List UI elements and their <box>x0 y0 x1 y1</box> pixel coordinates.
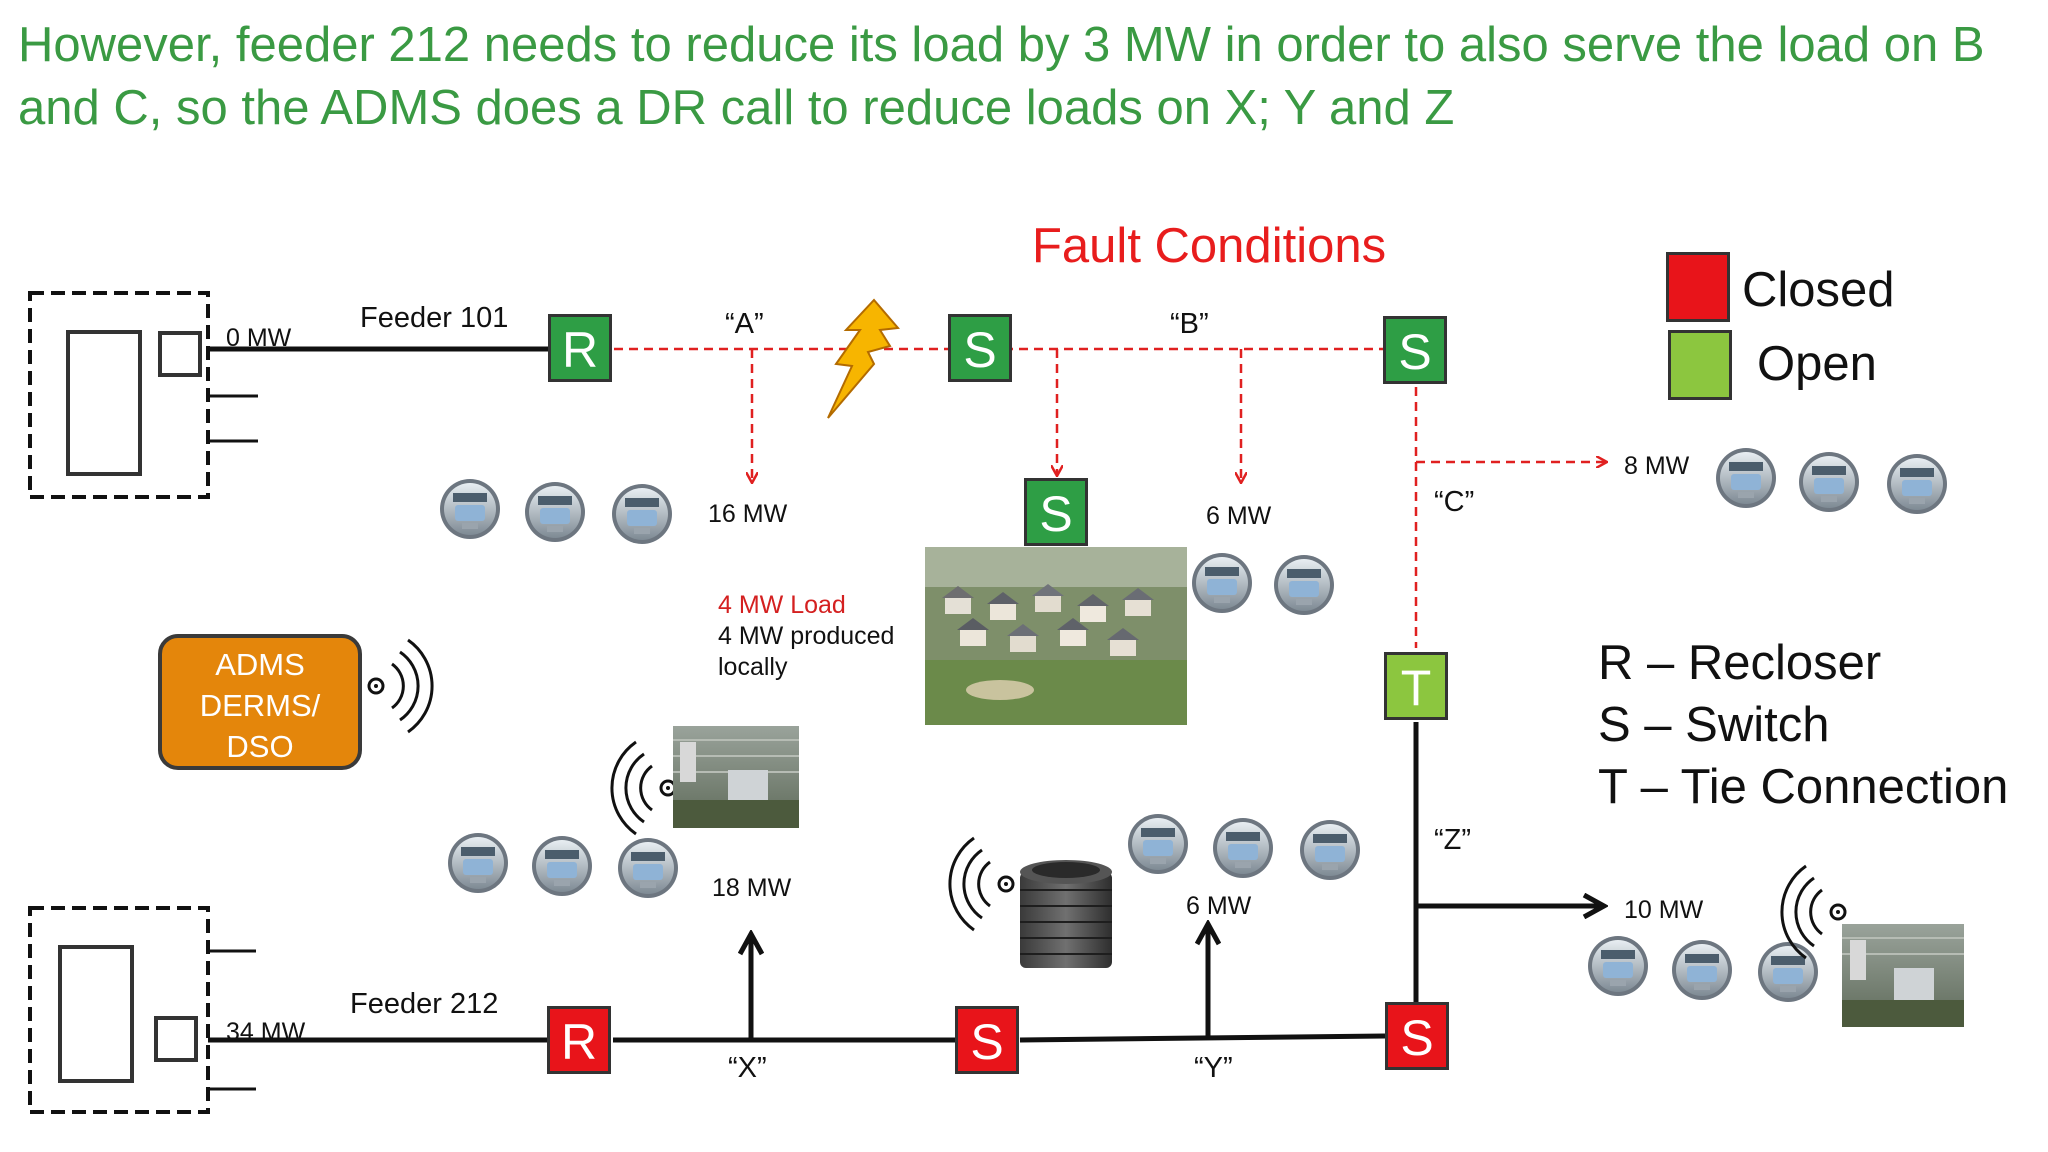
meter-icon <box>448 833 508 893</box>
meter-icon <box>525 482 585 542</box>
load-c-value: 8 MW <box>1624 452 1690 480</box>
feeder-212-load: 34 MW <box>226 1018 306 1046</box>
key-tie: T – Tie Connection <box>1598 760 2009 814</box>
meter-icon <box>1887 454 1947 514</box>
device-key: R – Recloser S – Switch T – Tie Connecti… <box>1598 632 2008 818</box>
legend-closed-label: Closed <box>1742 263 1895 317</box>
feeder-101-switch-1: S <box>948 314 1012 382</box>
section-x-label: “X” <box>728 1052 767 1084</box>
feeder-101-load: 0 MW <box>226 324 292 352</box>
meter-icon <box>618 838 678 898</box>
section-a-label: “A” <box>725 308 764 340</box>
meter-icon <box>1672 940 1732 1000</box>
meter-icon <box>1213 818 1273 878</box>
microgrid-note: 4 MW Load 4 MW produced locally <box>718 590 894 683</box>
load-b-value: 6 MW <box>1206 502 1272 530</box>
section-c-label: “C” <box>1434 486 1475 518</box>
meter-icon <box>1128 814 1188 874</box>
legend-open-label: Open <box>1757 337 1877 391</box>
load-a-value: 16 MW <box>708 500 788 528</box>
air-conditioner-icon <box>1020 860 1112 968</box>
meter-icon <box>1799 452 1859 512</box>
feeder-212-label: Feeder 212 <box>350 988 499 1020</box>
section-y-label: “Y” <box>1194 1052 1233 1084</box>
feeder-101-switch-2: S <box>1383 316 1447 384</box>
microgrid-switch: S <box>1024 478 1088 546</box>
dso-label: DSO <box>226 729 294 764</box>
tie-connection: T <box>1384 652 1448 720</box>
substation-212-icon <box>28 906 256 1114</box>
load-y-value: 6 MW <box>1186 892 1252 920</box>
wireless-signal-icon <box>948 836 1015 932</box>
key-switch: S – Switch <box>1598 698 1830 752</box>
substation-101-icon <box>28 291 258 499</box>
meter-icon <box>612 484 672 544</box>
microgrid-load: 4 MW Load <box>718 591 846 619</box>
headline: However, feeder 212 needs to reduce its … <box>18 18 1985 135</box>
meter-icon <box>1192 553 1252 613</box>
meter-icon <box>1588 936 1648 996</box>
feeder-212-recloser: R <box>547 1006 611 1074</box>
load-z-value: 10 MW <box>1624 896 1704 924</box>
feeder-101-recloser: R <box>548 314 612 382</box>
feeder-212-switch-1: S <box>955 1006 1019 1074</box>
fault-conditions-title: Fault Conditions <box>1032 219 1387 273</box>
home-battery-photo <box>1842 924 1964 1027</box>
microgrid-locally: locally <box>718 653 788 681</box>
adms-label: ADMS <box>215 647 305 682</box>
key-recloser: R – Recloser <box>1598 636 1882 690</box>
wireless-signal-icon <box>610 740 677 836</box>
legend-closed-swatch <box>1666 252 1730 322</box>
meter-icon <box>1758 942 1818 1002</box>
meter-icon <box>1300 820 1360 880</box>
wireless-signal-icon <box>1780 864 1847 960</box>
derms-label: DERMS/ <box>199 688 321 723</box>
lightning-bolt-icon <box>827 298 900 419</box>
wireless-signal-icon <box>367 638 434 734</box>
microgrid-produced: 4 MW produced <box>718 622 895 650</box>
home-battery-photo <box>673 726 799 828</box>
legend-open-swatch <box>1668 330 1732 400</box>
section-z-label: “Z” <box>1434 824 1472 856</box>
feeder-212-switch-2: S <box>1385 1002 1449 1070</box>
meter-icon <box>532 836 592 896</box>
neighborhood-photo <box>925 547 1187 725</box>
adms-derms-dso-box: ADMS DERMS/ DSO <box>158 634 362 770</box>
meter-icon <box>1716 448 1776 508</box>
meter-icon <box>440 479 500 539</box>
section-b-label: “B” <box>1170 308 1209 340</box>
load-x-value: 18 MW <box>712 874 792 902</box>
meter-icon <box>1274 555 1334 615</box>
feeder-101-label: Feeder 101 <box>360 302 509 334</box>
